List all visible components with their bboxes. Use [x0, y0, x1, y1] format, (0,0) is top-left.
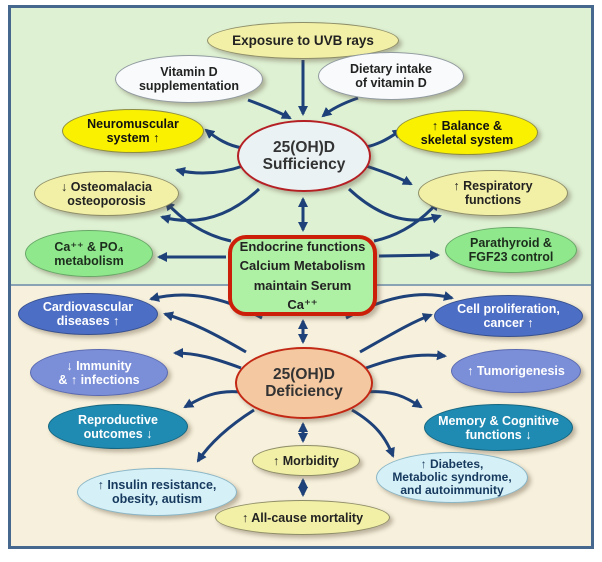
node-parathyroid-fgf23: Parathyroid & FGF23 control [445, 227, 577, 273]
node-osteomalacia-osteoporosis: ↓ Osteomalacia osteoporosis [34, 171, 179, 216]
node-all-cause-mortality: ↑ All-cause mortality [215, 500, 390, 535]
node-cardiovascular-diseases: Cardiovascular diseases ↑ [18, 293, 158, 335]
node-diabetes-metabolic-autoimmunity: ↑ Diabetes, Metabolic syndrome, and auto… [376, 452, 528, 503]
node-ca-po4-metabolism: Ca⁺⁺ & PO₄ metabolism [25, 230, 153, 277]
node-neuromuscular-system: Neuromuscular system ↑ [62, 109, 204, 153]
node-memory-cognitive: Memory & Cognitive functions ↓ [424, 404, 573, 451]
node-morbidity: ↑ Morbidity [252, 445, 360, 476]
node-balance-skeletal: ↑ Balance & skeletal system [396, 110, 538, 155]
node-immunity-infections: ↓ Immunity & ↑ infections [30, 349, 168, 396]
node-25ohd-sufficiency: 25(OH)D Sufficiency [237, 120, 371, 192]
node-insulin-obesity-autism: ↑ Insulin resistance, obesity, autism [77, 468, 237, 516]
node-endocrine-functions-box: Endocrine functions Calcium Metabolism m… [228, 235, 377, 316]
node-exposure-uvb: Exposure to UVB rays [207, 22, 399, 59]
node-respiratory-functions: ↑ Respiratory functions [418, 170, 568, 216]
node-vitamin-d-supplementation: Vitamin D supplementation [115, 55, 263, 103]
node-tumorigenesis: ↑ Tumorigenesis [451, 349, 581, 393]
node-dietary-intake: Dietary intake of vitamin D [318, 52, 464, 100]
node-cell-proliferation-cancer: Cell proliferation, cancer ↑ [434, 295, 583, 337]
node-reproductive-outcomes: Reproductive outcomes ↓ [48, 404, 188, 449]
node-25ohd-deficiency: 25(OH)D Deficiency [235, 347, 373, 419]
